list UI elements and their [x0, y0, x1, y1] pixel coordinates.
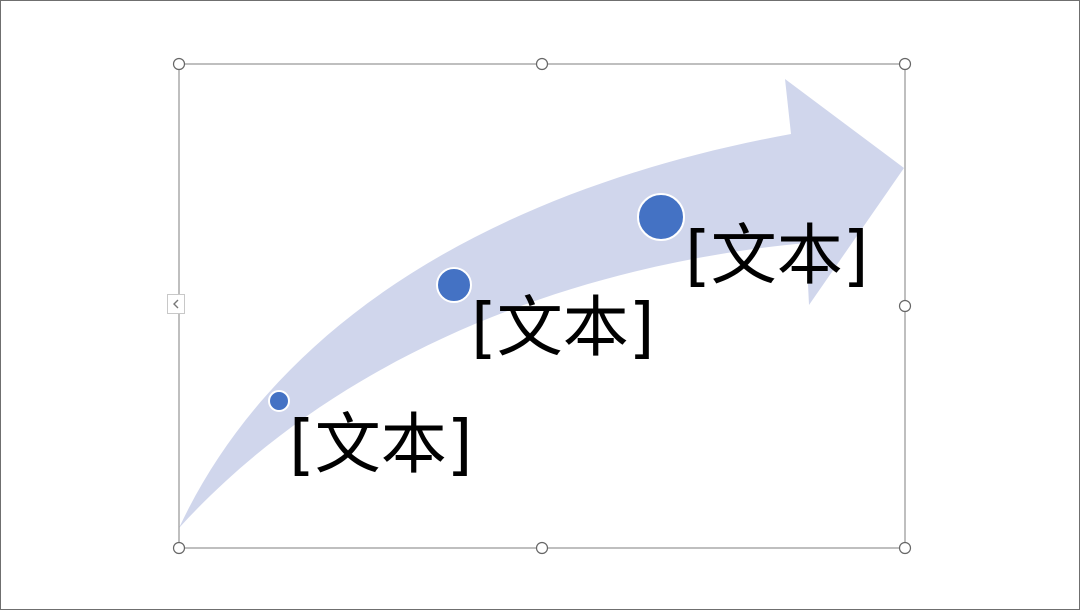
step-label-1[interactable]: [文本]: [289, 406, 473, 483]
resize-handle-bottom-right[interactable]: [898, 541, 912, 555]
expand-text-pane-button[interactable]: [167, 294, 185, 314]
resize-handle-bottom[interactable]: [535, 541, 549, 555]
resize-handle-top-left[interactable]: [172, 57, 186, 71]
resize-handle-right[interactable]: [898, 299, 912, 313]
step-dot-1[interactable]: [268, 390, 290, 412]
chevron-left-icon: [173, 299, 179, 309]
resize-handle-bottom-left[interactable]: [172, 541, 186, 555]
resize-handle-top-right[interactable]: [898, 57, 912, 71]
resize-handle-top[interactable]: [535, 57, 549, 71]
step-dot-3[interactable]: [637, 193, 685, 241]
step-label-2[interactable]: [文本]: [471, 289, 655, 366]
upward-arrow-shape[interactable]: [179, 79, 904, 528]
step-dot-2[interactable]: [436, 267, 472, 303]
step-label-3[interactable]: [文本]: [685, 217, 869, 294]
